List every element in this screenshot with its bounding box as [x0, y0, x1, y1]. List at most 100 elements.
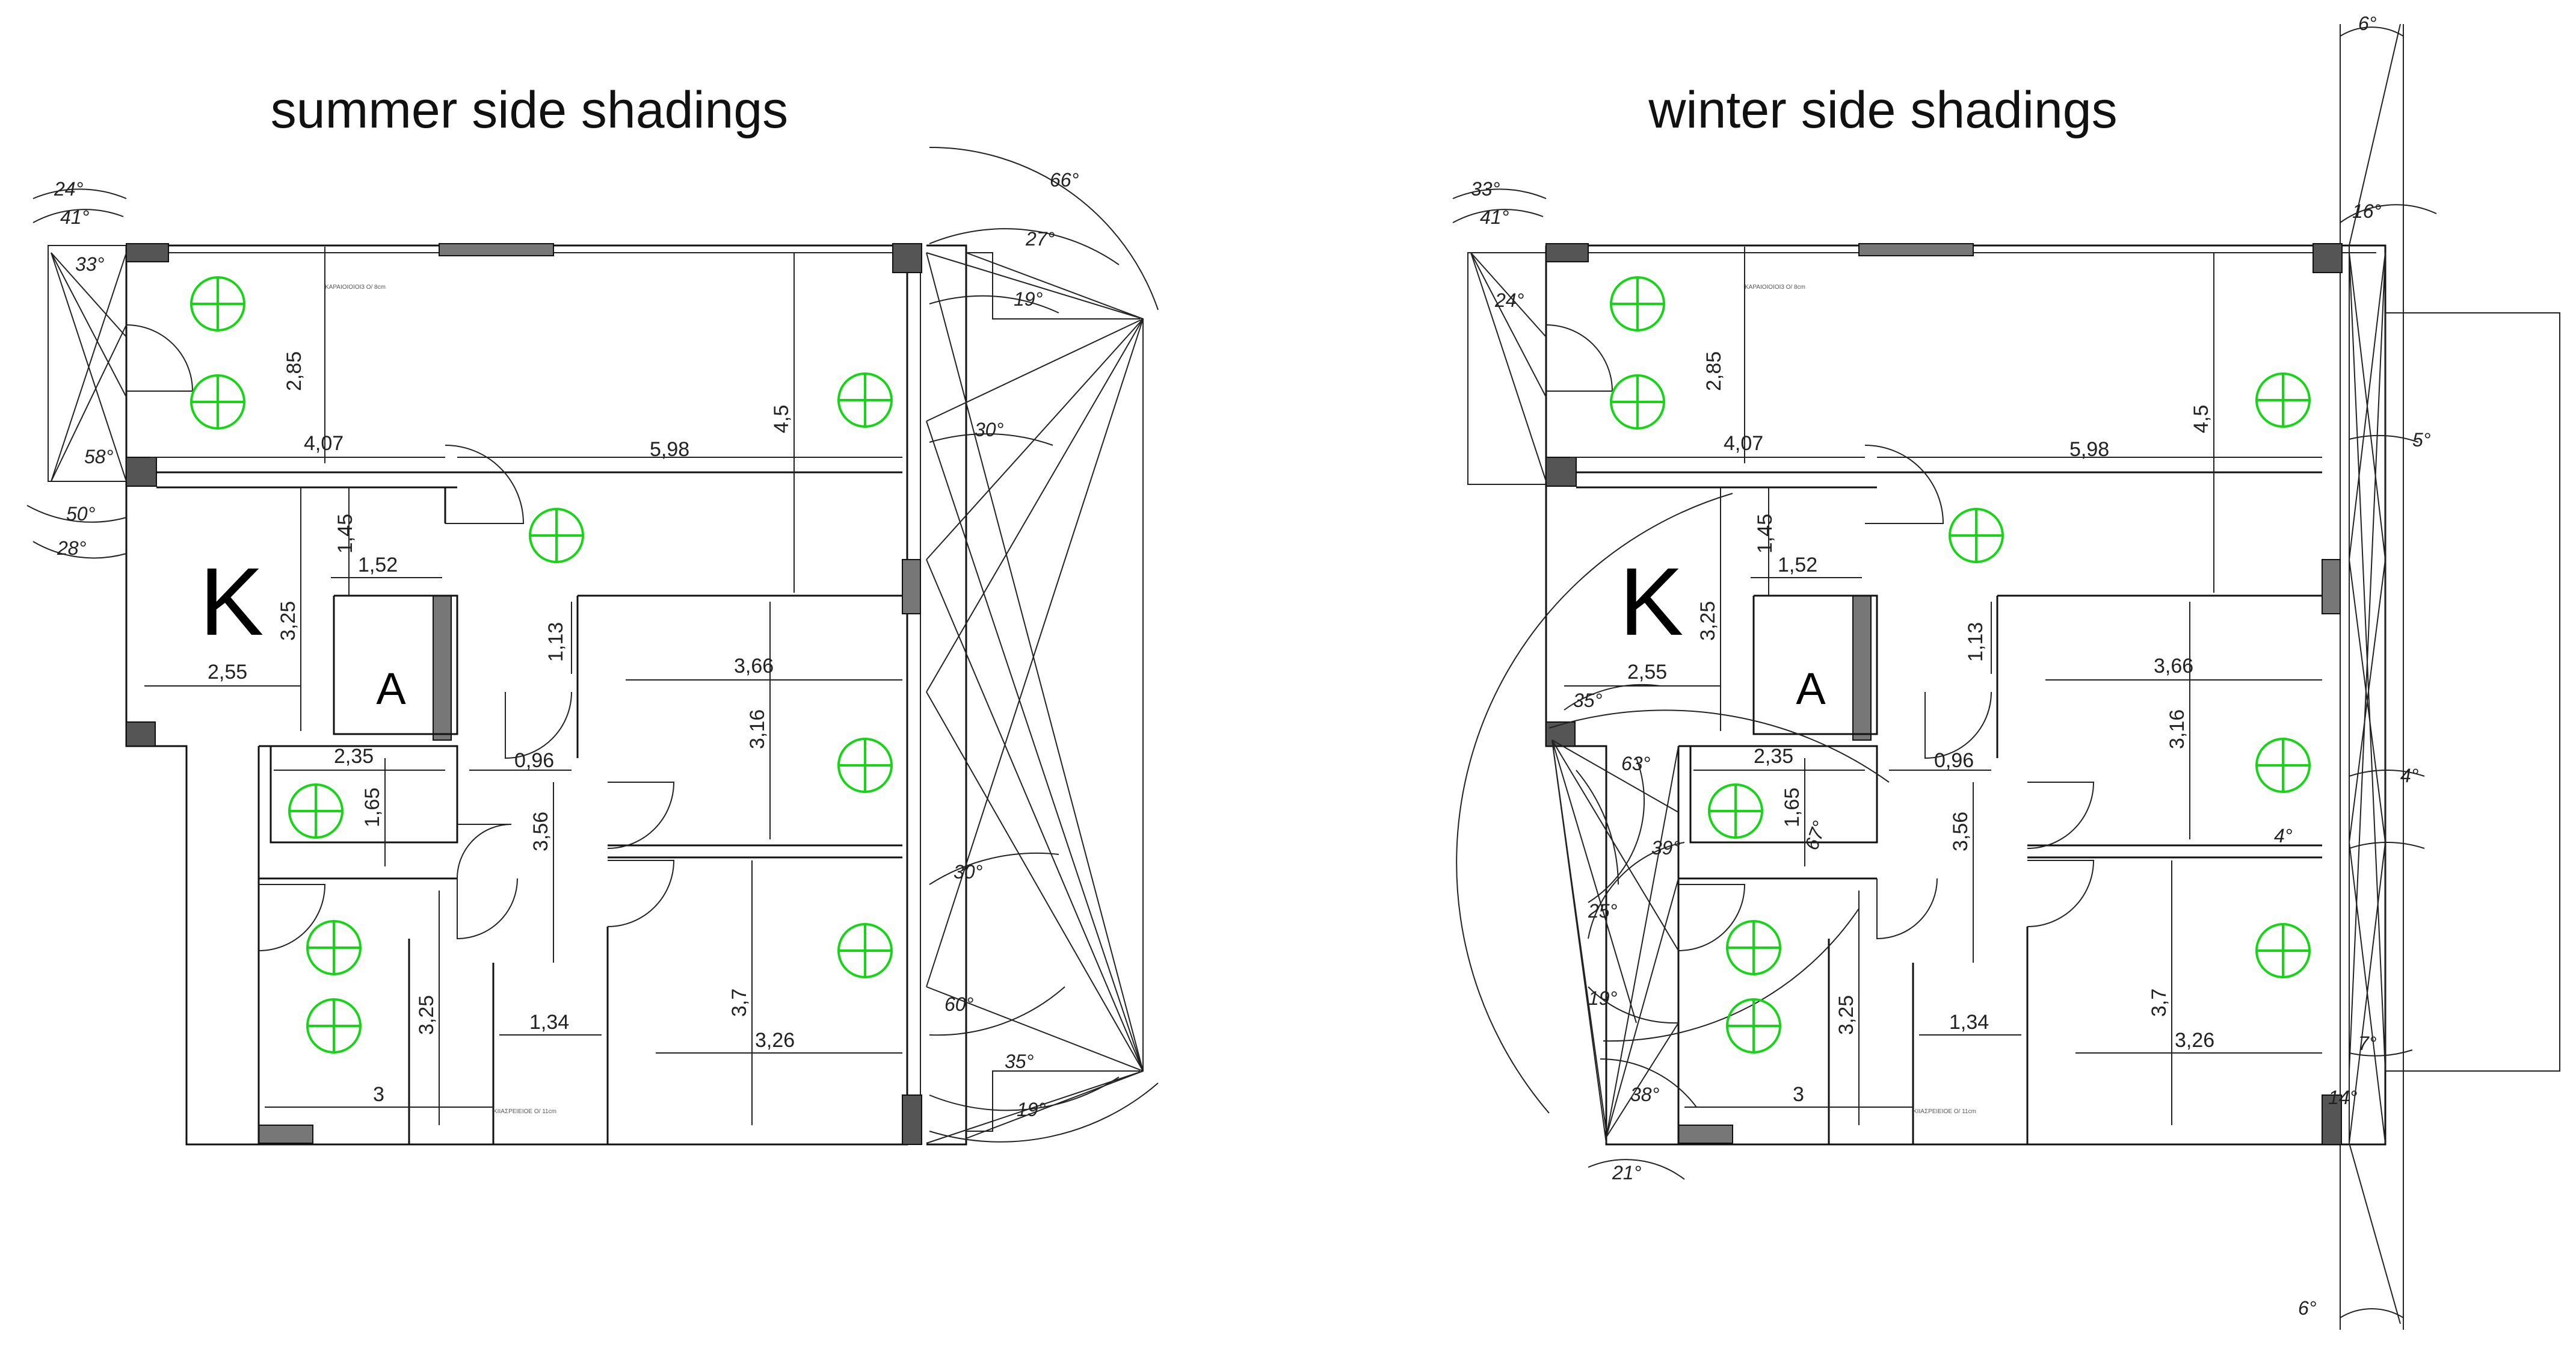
lamp-icon [306, 920, 362, 975]
lamp-icon [306, 998, 362, 1054]
angle-label: 38° [1630, 1084, 1660, 1105]
room-label-a: A [1796, 664, 1826, 714]
angle-label: 30° [954, 861, 983, 883]
angle-label: 33° [75, 253, 105, 275]
winter-window-hatch [1678, 1125, 1733, 1144]
winter-dimension-lines [1564, 247, 2322, 1125]
dim-label: 1,34 [529, 1011, 569, 1034]
winter-column [1545, 243, 1589, 262]
summer-column [126, 457, 157, 487]
lamp-icon [837, 738, 893, 793]
winter-outer-wall [1545, 244, 2386, 1146]
angle-label: 66° [1050, 169, 1079, 191]
winter-door-swing [2027, 860, 2095, 927]
winter-angle-arcs [1452, 26, 2437, 1318]
lamp-icon [1610, 276, 1665, 332]
summer-outer-wall [125, 244, 908, 1146]
dim-label: 2,85 [283, 351, 306, 391]
dim-label: 2,85 [1702, 351, 1725, 391]
angle-label: 25° [1588, 900, 1618, 922]
lamp-icon [837, 372, 893, 428]
dim-label: 3,7 [728, 989, 751, 1017]
summer-window-hatch [439, 243, 554, 256]
dim-label: 1,52 [1778, 554, 1817, 576]
winter-shading-rays-left [1470, 252, 1679, 1144]
summer-door-swing [457, 878, 518, 940]
lamp-icon [2255, 923, 2311, 978]
angle-label: 19° [1588, 987, 1618, 1009]
angle-label: 27° [1025, 228, 1055, 250]
winter-note-1: ΚΑΡΑΙΟΙΟΙΟΙ3 Ο/ 8cm [1745, 284, 1805, 291]
angle-label: 24° [54, 178, 84, 200]
dim-label: 1,65 [361, 788, 384, 827]
summer-window-hatch [433, 595, 452, 741]
winter-door-swing [1864, 445, 1944, 524]
summer-interior-wall [259, 745, 458, 844]
dim-label: 3 [1793, 1083, 1804, 1106]
dim-label: 2,35 [334, 745, 374, 768]
winter-note-2: ΚΙΙΑΣΡΕΙΕΙΟΕ Ο/ 11cm [1913, 1108, 1976, 1115]
summer-note-2: ΚΙΙΑΣΡΕΙΕΙΟΕ Ο/ 11cm [493, 1108, 556, 1115]
winter-door-swing [1876, 878, 1938, 940]
dim-label: 3 [373, 1083, 384, 1106]
room-label-a: A [376, 664, 406, 714]
summer-door-swing [607, 782, 675, 849]
angle-label: 35° [1573, 690, 1603, 711]
summer-column [892, 243, 922, 273]
angle-label: 5° [2412, 429, 2431, 451]
dim-label: 3,66 [2154, 655, 2193, 678]
lamp-icon [1949, 508, 2004, 563]
angle-label: 4° [2274, 825, 2293, 847]
winter-column [2313, 243, 2343, 273]
summer-left-balcony [48, 245, 126, 482]
summer-window-hatch [258, 1125, 313, 1144]
dim-label: 1,52 [358, 554, 398, 576]
angle-label: 14° [2328, 1087, 2358, 1108]
lamp-icon [1610, 374, 1665, 430]
dim-label: 4,07 [1724, 432, 1763, 455]
summer-door-swing [445, 445, 525, 524]
angle-label: 19° [1014, 288, 1043, 310]
dim-label: 3,25 [277, 601, 300, 641]
dim-label: 2,35 [1754, 745, 1793, 768]
dim-label: 3,56 [1949, 812, 1972, 851]
winter-door-swing [1678, 884, 1746, 951]
lamp-icon [529, 508, 584, 563]
angle-label: 24° [1494, 289, 1524, 311]
dim-label: 1,13 [1964, 622, 1987, 662]
dim-label: 3,25 [1696, 601, 1719, 641]
winter-window-hatch [1852, 595, 1872, 741]
winter-right-shade-panel [2385, 312, 2560, 1072]
angle-label: 16° [2352, 200, 2382, 222]
summer-room-a [333, 594, 458, 735]
summer-door-swing [126, 324, 194, 392]
summer-shading-rays-left [51, 252, 127, 482]
summer-column [126, 721, 156, 747]
winter-shading-rays-right [2349, 23, 2401, 1324]
dim-label: 1,34 [1949, 1011, 1989, 1034]
dim-label: 4,07 [304, 432, 344, 455]
angle-label: 19° [1017, 1099, 1046, 1120]
dim-label: 2,55 [1627, 661, 1667, 684]
dim-label: 3,7 [2148, 989, 2171, 1017]
angle-label: 35° [1005, 1051, 1034, 1072]
summer-window-hatch [902, 559, 921, 614]
angle-label: 41° [60, 206, 90, 228]
summer-right-box-bottom [966, 1070, 1140, 1132]
lamp-icon [2255, 738, 2311, 793]
angle-label: 7° [2358, 1033, 2377, 1054]
winter-plan: winter side shadings [1452, 13, 2560, 1330]
summer-door-swing [457, 824, 512, 879]
summer-door-swing [607, 860, 675, 927]
winter-column [1545, 457, 1577, 487]
angle-label: 30° [975, 419, 1004, 440]
summer-door-swing [505, 691, 572, 759]
summer-right-shade-box [966, 252, 1144, 1139]
dim-label: 3,56 [529, 812, 552, 851]
summer-shading-rays-right [926, 252, 1144, 1144]
lamp-icon [288, 783, 344, 839]
dim-label: 2,55 [208, 661, 247, 684]
winter-interior-wall [1678, 745, 1878, 844]
angle-label: 39° [1651, 837, 1681, 859]
winter-column [1545, 721, 1576, 747]
